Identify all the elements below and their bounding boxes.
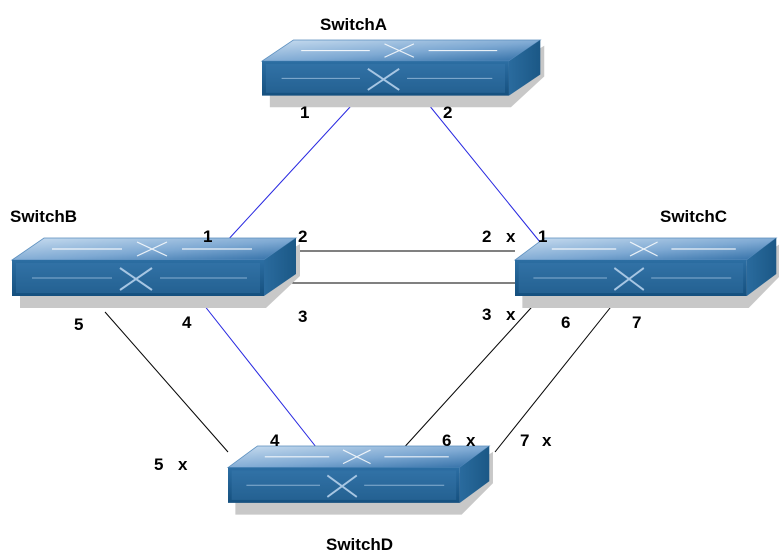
port-label-a2: 2 bbox=[443, 103, 452, 122]
link-a2-c1 bbox=[419, 93, 541, 243]
port-label-b2: 2 bbox=[298, 227, 307, 246]
port-label-c1: 1 bbox=[538, 227, 547, 246]
switch-c-icon bbox=[514, 237, 779, 309]
port-label-b4: 4 bbox=[182, 313, 192, 332]
port-label-c3: 3 bbox=[482, 305, 491, 324]
switch-b-icon bbox=[11, 237, 301, 309]
port-label-d6: 6 bbox=[442, 431, 451, 450]
port-label-b3: 3 bbox=[298, 307, 307, 326]
blocked-marker-d6: x bbox=[466, 431, 476, 450]
port-label-c7: 7 bbox=[632, 313, 641, 332]
port-label-b5: 5 bbox=[74, 315, 83, 334]
blocked-marker-d7: x bbox=[542, 431, 552, 450]
switch-d-icon bbox=[227, 445, 494, 516]
switch-d-name: SwitchD bbox=[326, 535, 393, 554]
port-label-d4: 4 bbox=[270, 431, 280, 450]
port-label-c6: 6 bbox=[561, 313, 570, 332]
port-label-a1: 1 bbox=[300, 103, 309, 122]
link-b5-d5 bbox=[104, 311, 229, 453]
link-a1-b1 bbox=[225, 93, 363, 243]
port-label-d5: 5 bbox=[154, 455, 163, 474]
port-label-d7: 7 bbox=[520, 431, 529, 450]
link-b4-d4 bbox=[199, 299, 321, 453]
switch-b-name: SwitchB bbox=[10, 207, 77, 226]
port-label-c2: 2 bbox=[482, 227, 491, 246]
blocked-marker-d5: x bbox=[178, 455, 188, 474]
blocked-marker-c2: x bbox=[506, 227, 516, 246]
switch-a-name: SwitchA bbox=[320, 15, 387, 34]
link-c6-d6 bbox=[399, 297, 541, 453]
switch-c-name: SwitchC bbox=[660, 207, 727, 226]
blocked-marker-c3: x bbox=[506, 305, 516, 324]
link-c7-d7 bbox=[494, 297, 619, 453]
port-label-b1: 1 bbox=[203, 227, 212, 246]
switch-a-icon bbox=[261, 39, 546, 109]
